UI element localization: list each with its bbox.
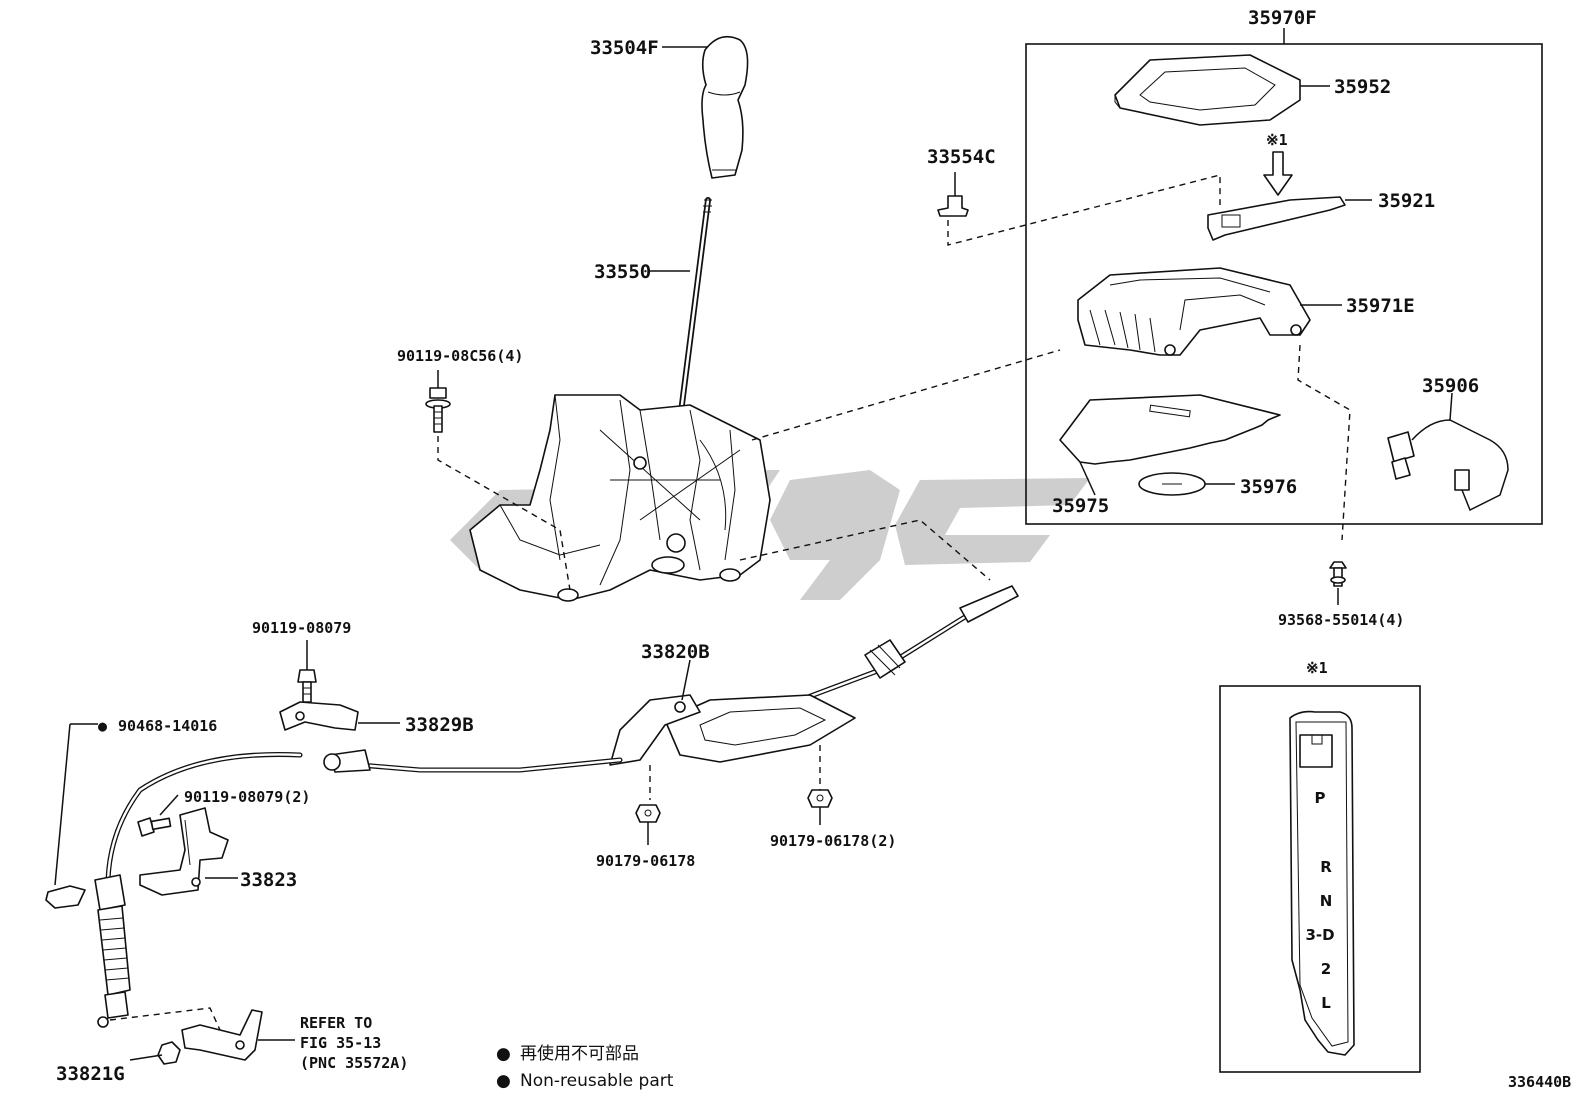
bolt-90119-08079-2 [137, 794, 179, 837]
refer-line-1: REFER TO [300, 1014, 372, 1032]
cover-plate-35976 [1138, 472, 1235, 496]
callout-90179-06178: 90179-06178 [596, 852, 695, 870]
indicator-plate-35921 [1207, 196, 1372, 241]
nut-90179-06178 [635, 804, 661, 845]
callout-90119-08C56: 90119-08C56(4) [397, 347, 523, 365]
indicator-arrow [1263, 151, 1293, 196]
callout-35971E: 35971E [1346, 295, 1415, 317]
shift-lever-base-assembly [469, 394, 771, 602]
gear-label-p: P [1315, 789, 1326, 807]
bolt-90119-08079 [297, 640, 317, 703]
housing-35971E [1077, 267, 1342, 356]
bezel-35952 [1114, 54, 1330, 126]
legend-text-jp: 再使用不可部品 [520, 1043, 639, 1064]
note-mark-arrow: ※1 [1266, 131, 1288, 149]
shift-knob [701, 35, 749, 179]
callout-33821G: 33821G [56, 1063, 125, 1085]
callout-33820B: 33820B [641, 641, 710, 663]
callout-93568-55014: 93568-55014(4) [1278, 611, 1404, 629]
refer-line-3: (PNC 35572A) [300, 1054, 408, 1072]
nut-90179-06178-2 [807, 789, 833, 825]
gear-label-3d: 3-D [1305, 926, 1334, 944]
gear-indicator-inset [1219, 685, 1421, 1073]
legend-symbol-90468: ● [98, 717, 107, 735]
bolt-90119-08C56 [425, 387, 451, 433]
screw-93568 [1329, 561, 1347, 605]
shift-cable-33820B [94, 585, 1019, 1028]
legend-bullet-jp: ● [496, 1044, 511, 1064]
callout-33823: 33823 [240, 869, 297, 891]
gear-label-2: 2 [1321, 960, 1331, 978]
callout-33550: 33550 [594, 261, 651, 283]
gear-label-n: N [1320, 892, 1333, 910]
shift-lever-rod [677, 197, 712, 423]
callout-35906: 35906 [1422, 375, 1479, 397]
callout-90179-06178-2: 90179-06178(2) [770, 832, 896, 850]
gear-label-r: R [1320, 858, 1332, 876]
clip-33554C [937, 195, 969, 217]
slide-plate-35975 [1059, 394, 1281, 496]
callout-33554C: 33554C [927, 146, 996, 168]
bulb-wire-35906 [1387, 392, 1509, 512]
legend-text-en: Non-reusable part [520, 1071, 674, 1091]
callout-90468-14016: 90468-14016 [118, 717, 217, 735]
legend-bullet-en: ● [496, 1071, 511, 1091]
refer-line-2: FIG 35-13 [300, 1034, 381, 1052]
callout-33829B: 33829B [405, 714, 474, 736]
callout-35976: 35976 [1240, 476, 1297, 498]
callout-33504F: 33504F [590, 37, 659, 59]
callout-35975: 35975 [1052, 495, 1109, 517]
lever-33821G [129, 1009, 295, 1065]
indicator-kit-box [1025, 28, 1543, 525]
bracket-33829B [279, 701, 400, 731]
callout-90119-08079-2: 90119-08079(2) [184, 788, 310, 806]
callout-35952: 35952 [1334, 76, 1391, 98]
figure-code: 336440B [1508, 1073, 1571, 1091]
callout-35921: 35921 [1378, 190, 1435, 212]
gear-label-l: L [1321, 994, 1331, 1012]
callout-35970F: 35970F [1248, 7, 1317, 29]
callout-90119-08079: 90119-08079 [252, 619, 351, 637]
bracket-33823 [139, 807, 238, 896]
clip-90468-14016 [45, 723, 98, 909]
note-mark-inset: ※1 [1306, 659, 1328, 677]
